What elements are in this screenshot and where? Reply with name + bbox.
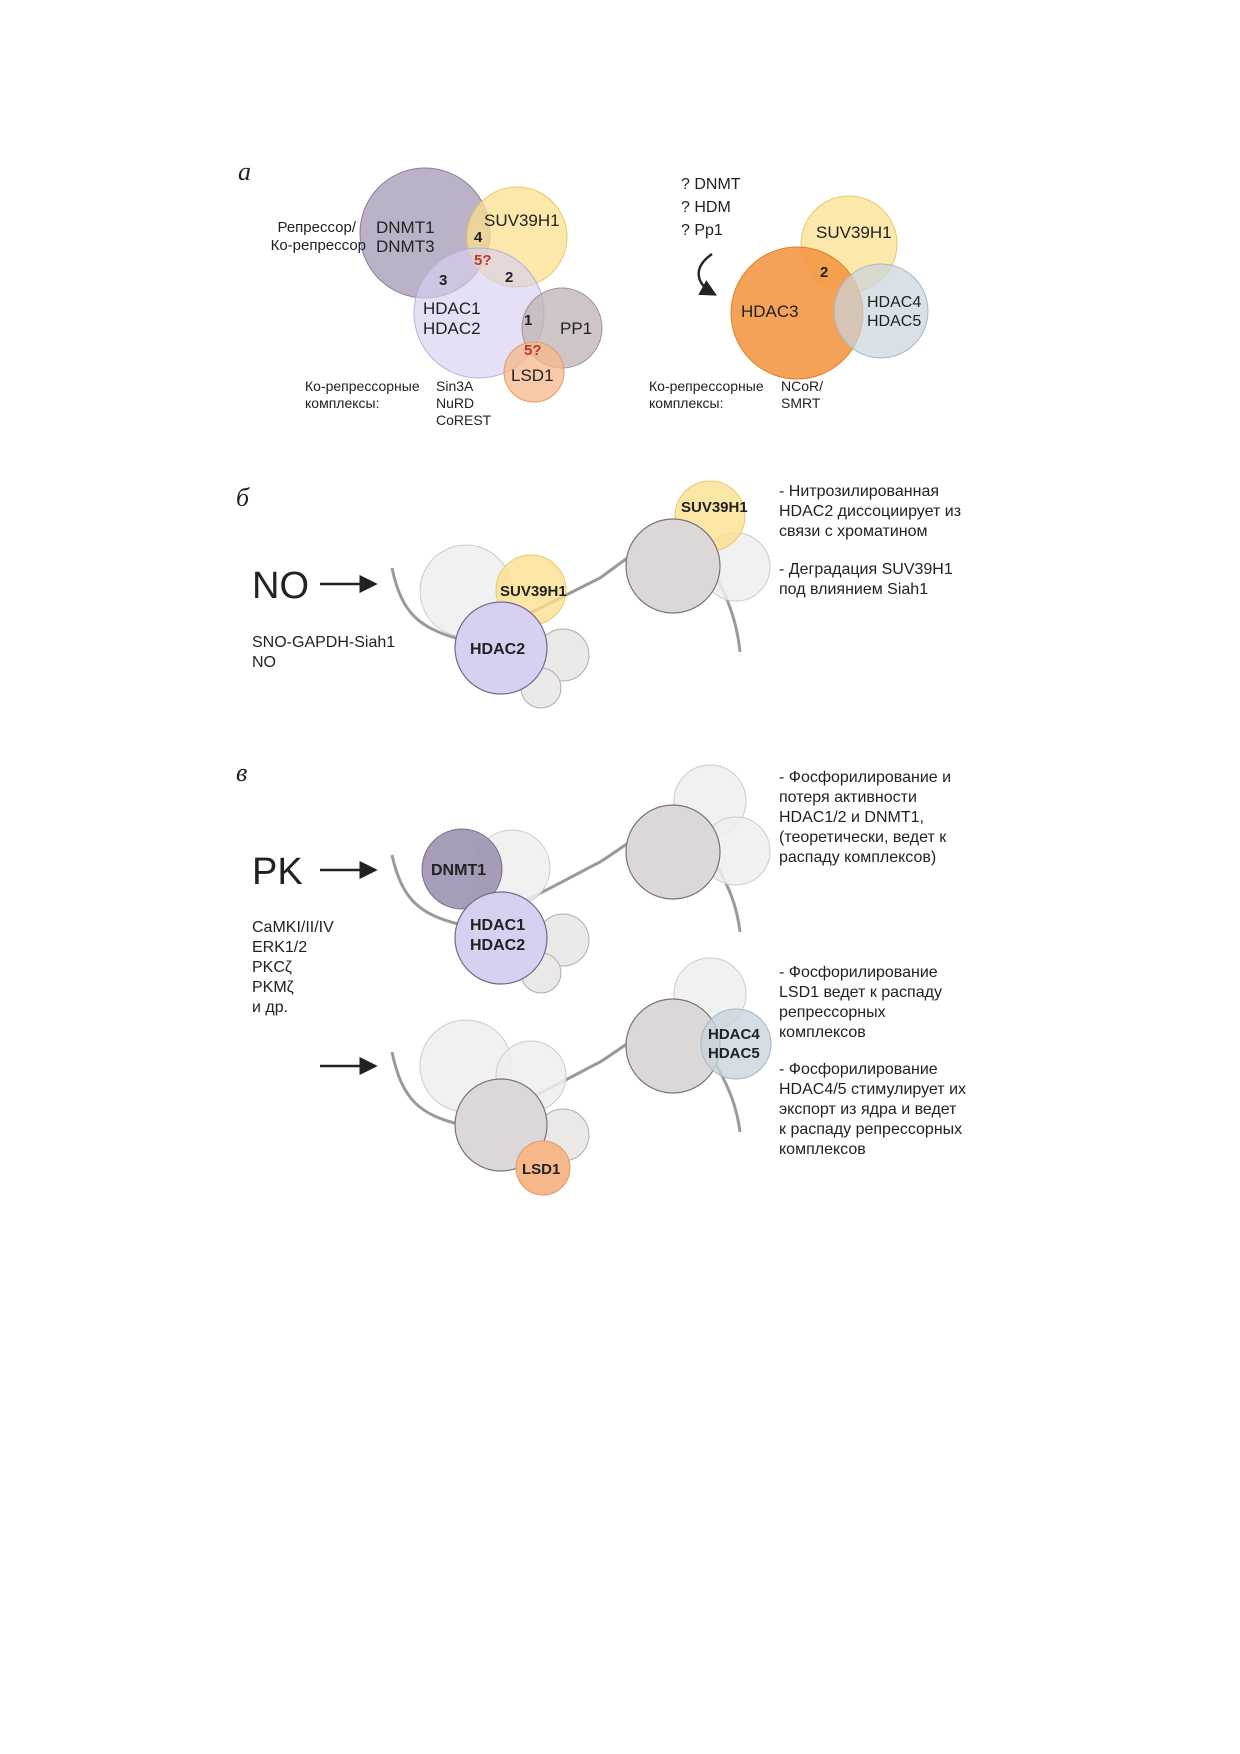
complex-ncor: NCoR/ [781, 378, 823, 394]
complex-sin3a: Sin3A [436, 378, 474, 394]
lsd1-label-c: LSD1 [522, 1161, 560, 1178]
complex-corest: CoREST [436, 412, 492, 428]
note-c-lsd1-line3: репрессорных [779, 1004, 886, 1021]
note-b-1-line3: связи с хроматином [779, 523, 928, 540]
corepressor-label-left-2: комплексы: [305, 395, 379, 411]
note-c-top-line4: (теоретически, ведет к [779, 829, 947, 846]
note-b-1-line1: - Нитрозилированная [779, 483, 939, 500]
sno-gapdh-siah1-label: SNO-GAPDH-Siah1 [252, 634, 395, 651]
hdac5-label-c: HDAC5 [708, 1045, 760, 1062]
nucleosome [625, 804, 721, 900]
corepressor-label-right-2: комплексы: [649, 395, 723, 411]
question-5-top: 5? [474, 252, 492, 269]
lsd1-label: LSD1 [511, 366, 554, 385]
question-dnmt: ? DNMT [681, 176, 741, 193]
suv39h1-label-b-right: SUV39H1 [681, 499, 748, 516]
note-c-hdac-line5: комплексов [779, 1141, 866, 1158]
note-c-hdac-line3: экспорт из ядра и ведет [779, 1101, 957, 1118]
question-5-bottom: 5? [524, 342, 542, 359]
note-c-top-line2: потеря активности [779, 789, 917, 806]
question-hdm: ? HDM [681, 199, 731, 216]
hdac4-label-a: HDAC4 [867, 294, 921, 311]
nucleosome [625, 518, 721, 614]
kinase-erk: ERK1/2 [252, 939, 307, 956]
note-c-lsd1-line4: комплексов [779, 1024, 866, 1041]
note-c-hdac-line4: к распаду репрессорных [779, 1121, 962, 1138]
kinase-etc: и др. [252, 999, 288, 1016]
corepressor-label-left-1: Ко-репрессорные [305, 378, 420, 394]
dnmt3-label: DNMT3 [376, 237, 435, 256]
hdac1-label-c: HDAC1 [470, 917, 525, 934]
note-c-hdac-line1: - Фосфорилирование [779, 1061, 938, 1078]
venn-left [359, 167, 603, 403]
overlap-number-2: 2 [505, 269, 513, 286]
dnmt1-label-c: DNMT1 [431, 862, 486, 879]
note-b-2-line1: - Деградация SUV39H1 [779, 561, 953, 578]
hdac12-node-c [454, 891, 548, 985]
dnmt1-node [421, 828, 503, 910]
hdac2-label-b: HDAC2 [470, 641, 525, 658]
note-c-hdac-line2: HDAC4/5 стимулирует их [779, 1081, 966, 1098]
hdac2-node-b [454, 601, 548, 695]
hdac45-circle [833, 263, 929, 359]
note-c-lsd1-line1: - Фосфорилирование [779, 964, 938, 981]
pp1-label: PP1 [560, 319, 592, 338]
kinase-pkmz: PKMζ [252, 979, 294, 996]
hdac2-label: HDAC2 [423, 319, 481, 338]
corepressor-label-right-1: Ко-репрессорные [649, 378, 764, 394]
hdac45-node-c [700, 1008, 772, 1080]
kinase-camk: CaMKI/II/IV [252, 919, 334, 936]
no-source-label: NO [252, 654, 276, 671]
panel-label-a: а [238, 157, 251, 186]
hdac1-label: HDAC1 [423, 299, 481, 318]
overlap-number-3: 3 [439, 272, 447, 289]
lsd1-node-c [515, 1140, 571, 1196]
suv39h1-label-right: SUV39H1 [816, 223, 892, 242]
note-b-2-line2: под влиянием Siah1 [779, 581, 928, 598]
note-b-1-line2: HDAC2 диссоциирует из [779, 503, 961, 520]
lsd1-circle [503, 341, 565, 403]
panel-label-c: в [236, 758, 247, 787]
no-signal-label: NO [252, 565, 309, 607]
dnmt1-label: DNMT1 [376, 218, 435, 237]
overlap-number-2-right: 2 [820, 264, 828, 281]
hdac3-label: HDAC3 [741, 302, 799, 321]
note-c-top-line5: распаду комплексов) [779, 849, 936, 866]
overlap-number-1: 1 [524, 312, 532, 329]
hdac4-label-c: HDAC4 [708, 1026, 760, 1043]
note-c-top-line1: - Фосфорилирование и [779, 769, 951, 786]
hdac5-label-a: HDAC5 [867, 313, 921, 330]
question-pp1: ? Pp1 [681, 222, 723, 239]
repressor-label-1: Репрессор/ [277, 219, 356, 236]
pk-signal-label: PK [252, 851, 303, 893]
panel-label-b: б [236, 483, 250, 512]
venn-right [730, 195, 929, 380]
nucleosome [454, 1078, 548, 1172]
repressor-label-2: Ко-репрессор [271, 237, 366, 254]
suv39h1-label: SUV39H1 [484, 211, 560, 230]
kinase-pkcz: PKCζ [252, 959, 292, 976]
complex-nurd: NuRD [436, 395, 474, 411]
curved-arrow-icon [697, 253, 717, 296]
overlap-number-4: 4 [474, 229, 483, 246]
note-c-lsd1-line2: LSD1 ведет к распаду [779, 984, 942, 1001]
suv39h1-label-b-left: SUV39H1 [500, 583, 567, 600]
hdac2-label-c: HDAC2 [470, 937, 525, 954]
note-c-top-line3: HDAC1/2 и DNMT1, [779, 809, 924, 826]
complex-smrt: SMRT [781, 395, 821, 411]
